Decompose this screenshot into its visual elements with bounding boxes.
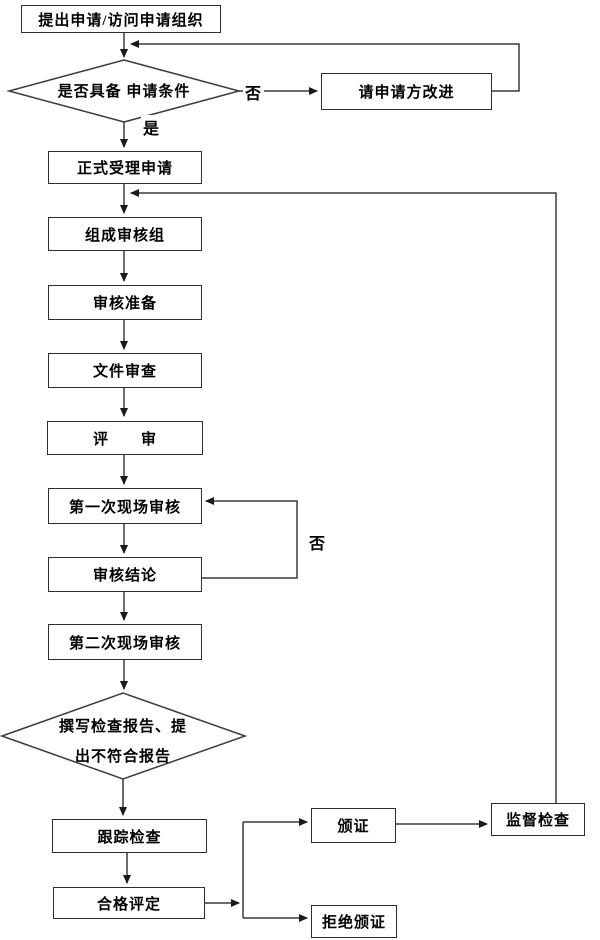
node-accept: 正式受理申请 [48, 151, 202, 184]
node-team-label: 组成审核组 [84, 227, 165, 244]
decision-check-text: 是否具备 申请条件 [40, 77, 208, 107]
node-track: 跟踪检查 [52, 819, 207, 853]
decision-report-line2: 出不符合报告 [74, 749, 171, 765]
decision-check-label: 是否具备 申请条件 [57, 84, 191, 100]
node-conclusion-label: 审核结论 [92, 568, 157, 584]
node-reject: 拒绝颁证 [311, 905, 397, 938]
node-evaluate-label: 评 审 [92, 431, 157, 448]
edge-improve-feedback [130, 40, 520, 92]
node-supervise-label: 监督检查 [505, 813, 570, 829]
edge-supervise-feedback [130, 189, 557, 803]
decision-report-text: 撰写检查报告、提 出不符合报告 [30, 712, 216, 772]
node-supervise: 监督检查 [491, 803, 585, 836]
node-cert: 颁证 [311, 808, 396, 843]
node-doc-review: 文件审查 [48, 353, 202, 388]
edge-label-loop-no: 否 [307, 530, 329, 554]
edge-conclusion-no-loop [202, 497, 298, 579]
node-second-audit: 第二次现场审核 [48, 624, 202, 660]
node-improve: 请申请方改进 [321, 73, 492, 110]
edge-label-check-yes: 是 [141, 115, 163, 139]
node-cert-label: 颁证 [337, 819, 370, 835]
node-team: 组成审核组 [48, 217, 202, 251]
node-doc-review-label: 文件审查 [92, 364, 157, 380]
node-reject-label: 拒绝颁证 [321, 915, 386, 931]
decision-report-line1: 撰写检查报告、提 [58, 719, 187, 735]
node-improve-label: 请申请方改进 [358, 85, 455, 101]
node-prepare-label: 审核准备 [92, 296, 157, 312]
node-accept-label: 正式受理申请 [76, 161, 173, 177]
node-track-label: 跟踪检查 [97, 829, 162, 846]
node-start: 提出申请/访问申请组织 [21, 5, 221, 33]
node-first-audit: 第一次现场审核 [48, 488, 202, 524]
node-assess: 合格评定 [53, 887, 205, 919]
node-assess-label: 合格评定 [96, 896, 161, 913]
node-prepare: 审核准备 [48, 285, 202, 320]
node-conclusion: 审核结论 [48, 557, 202, 592]
node-evaluate: 评 审 [47, 421, 203, 455]
node-second-audit-label: 第二次现场审核 [68, 635, 181, 652]
edge-label-check-no: 否 [243, 80, 265, 104]
node-first-audit-label: 第一次现场审核 [68, 499, 181, 516]
node-start-label: 提出申请/访问申请组织 [38, 12, 204, 29]
